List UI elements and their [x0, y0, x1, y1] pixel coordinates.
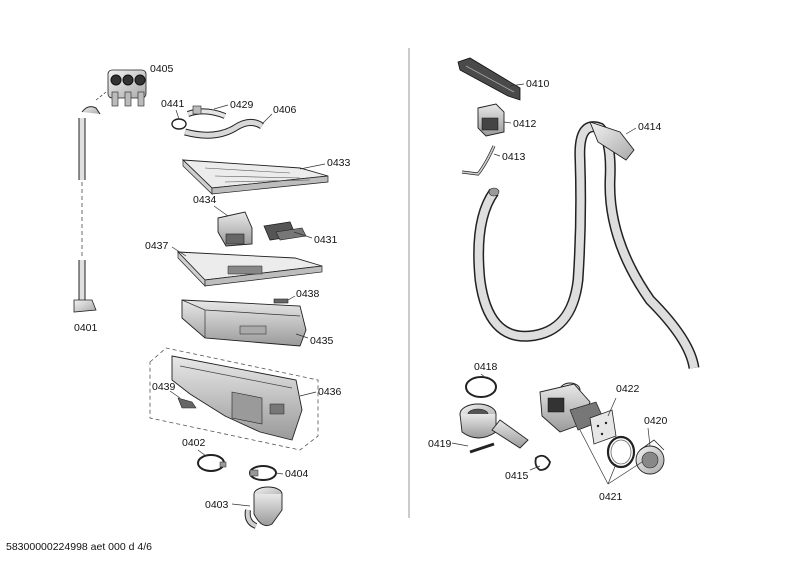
housing-group-outline-0436 [149, 347, 319, 451]
label-0439: 0439 [152, 381, 176, 393]
label-0412: 0412 [513, 118, 537, 130]
label-0422: 0422 [616, 383, 640, 395]
pressure-switch-0412 [477, 103, 505, 137]
hose-0429 [187, 105, 227, 119]
hose-0406 [184, 119, 264, 139]
label-0429: 0429 [230, 99, 254, 111]
detergent-drawer-0435 [181, 299, 307, 347]
label-0434: 0434 [193, 194, 217, 206]
label-0441: 0441 [161, 98, 185, 110]
label-0418: 0418 [474, 361, 498, 373]
label-0404: 0404 [285, 468, 309, 480]
label-0403: 0403 [205, 499, 229, 511]
label-0414: 0414 [638, 121, 662, 133]
pump-cover-plate [589, 409, 617, 445]
nozzle-0439 [177, 397, 197, 409]
label-0405: 0405 [150, 63, 174, 75]
sump-0419 [459, 403, 529, 454]
label-0438: 0438 [296, 288, 320, 300]
label-0431: 0431 [314, 234, 338, 246]
label-0421: 0421 [599, 491, 623, 503]
bellows-0403 [244, 486, 283, 529]
filter-0420 [635, 439, 665, 475]
label-0406: 0406 [273, 104, 297, 116]
dispenser-lid-0433 [181, 159, 329, 195]
document-footer: 58300000224998 aet 000 d 4/6 [6, 541, 152, 553]
inlet-pipe-0401 [73, 106, 101, 313]
bracket-0410 [457, 57, 521, 101]
clamp-0441 [171, 118, 187, 130]
drain-hose-0414 [473, 121, 700, 370]
label-0420: 0420 [644, 415, 668, 427]
label-0410: 0410 [526, 78, 550, 90]
label-0401: 0401 [74, 322, 98, 334]
seal-ring-0418 [465, 376, 497, 398]
label-0437: 0437 [145, 240, 169, 252]
inlet-valve-0405 [107, 69, 147, 107]
hose-clamp-0404 [249, 465, 277, 481]
small-part-0438 [273, 298, 289, 304]
seals-0431 [263, 221, 307, 241]
label-0435: 0435 [310, 335, 334, 347]
label-0415: 0415 [505, 470, 529, 482]
label-0433: 0433 [327, 157, 351, 169]
label-0402: 0402 [182, 437, 206, 449]
label-0436: 0436 [318, 386, 342, 398]
label-0419: 0419 [428, 438, 452, 450]
seal-ring-0421 [606, 435, 636, 469]
distributor-0434 [217, 211, 253, 247]
hose-clamp-0402 [197, 454, 227, 472]
dispenser-cover-0437 [176, 251, 323, 287]
hose-0413 [461, 145, 496, 176]
dispenser-housing-0436 [171, 355, 303, 441]
clamp-0415 [534, 454, 551, 471]
label-0413: 0413 [502, 151, 526, 163]
